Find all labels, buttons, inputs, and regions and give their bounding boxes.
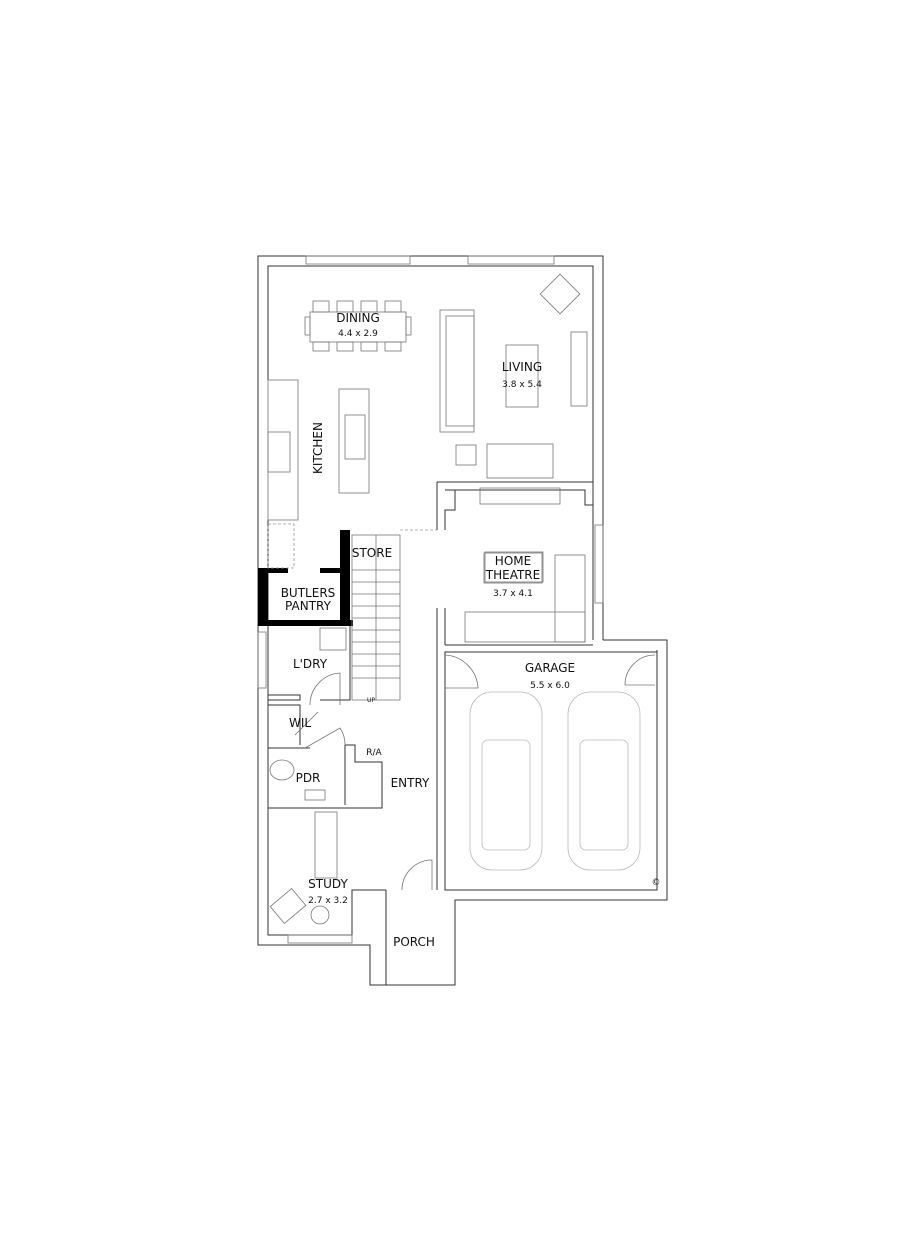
wil-label: WIL — [289, 716, 311, 730]
butlers-pantry-label-2: PANTRY — [285, 599, 332, 613]
pdr-label: PDR — [296, 771, 321, 785]
cars — [469, 691, 641, 871]
store-label: STORE — [352, 546, 392, 560]
home-theatre-label-2: THEATRE — [485, 568, 540, 582]
dining-size: 4.4 x 2.9 — [338, 329, 378, 339]
doors — [294, 654, 656, 891]
butlers-pantry-label-1: BUTLERS — [281, 586, 336, 600]
garage-label: GARAGE — [525, 661, 575, 675]
living-size: 3.8 x 5.4 — [502, 380, 542, 390]
walls — [257, 255, 668, 986]
living-label: LIVING — [502, 360, 542, 374]
furniture — [269, 273, 588, 925]
copyright-symbol: © — [652, 878, 661, 888]
garage-size: 5.5 x 6.0 — [530, 681, 570, 691]
dining-label: DINING — [336, 311, 380, 325]
stairs-up-label: UP — [367, 697, 375, 704]
laundry-label: L'DRY — [293, 657, 328, 671]
room-labels: DINING 4.4 x 2.9 LIVING 3.8 x 5.4 KITCHE… — [281, 311, 661, 949]
home-theatre-label-1: HOME — [495, 554, 531, 568]
study-size: 2.7 x 3.2 — [308, 896, 348, 906]
kitchen-label: KITCHEN — [311, 422, 325, 474]
porch-label: PORCH — [393, 935, 435, 949]
study-label: STUDY — [308, 877, 348, 891]
entry-label: ENTRY — [391, 776, 430, 790]
return-air-label: R/A — [366, 748, 382, 758]
home-theatre-size: 3.7 x 4.1 — [493, 589, 533, 599]
